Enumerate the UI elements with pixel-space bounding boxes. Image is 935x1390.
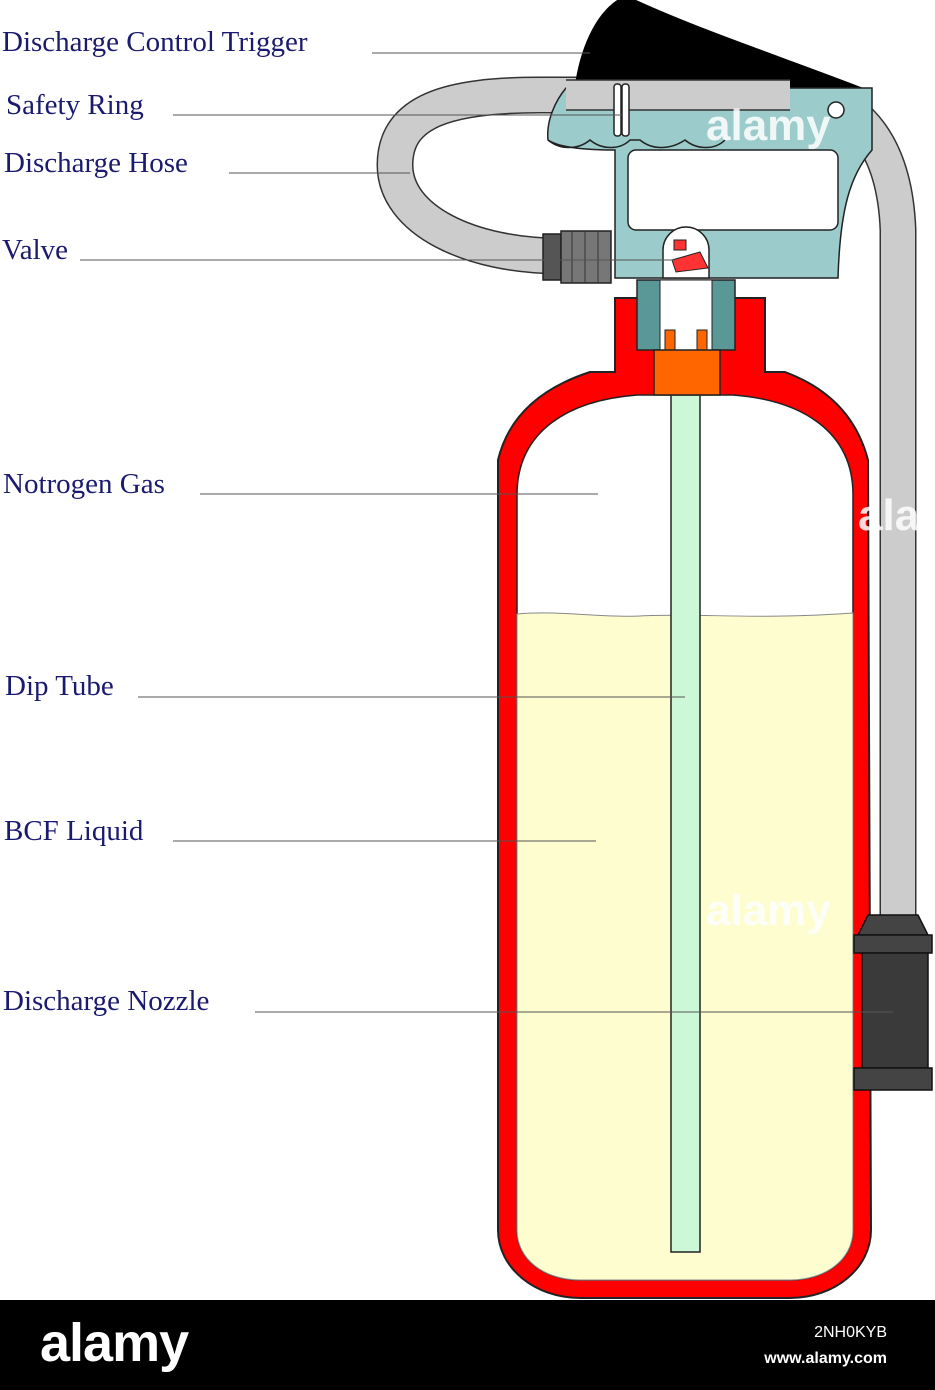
valve-seat [653,349,721,396]
dip-tube [670,394,701,1253]
discharge-control-trigger [574,0,863,89]
watermark: alamy alamy alamy [706,101,935,935]
hose-connector [542,230,612,284]
label-nitrogen-gas: Notrogen Gas [3,468,165,500]
discharge-nozzle [853,914,933,1091]
label-discharge-nozzle: Discharge Nozzle [3,985,209,1017]
label-safety-ring: Safety Ring [6,89,144,121]
label-dip-tube: Dip Tube [5,670,114,702]
footer-logo: alamy [40,1313,189,1373]
fire-extinguisher-diagram: alamy alamy alamy Discharge Control Trig… [2,0,935,1299]
safety-ring [613,83,630,137]
svg-text:alamy: alamy [706,886,831,935]
leader-lines [80,52,893,1013]
label-valve: Valve [2,234,68,266]
valve-body [636,279,736,396]
footer-bar: alamy 2NH0KYB www.alamy.com [0,1300,935,1390]
label-discharge-hose: Discharge Hose [4,147,188,179]
image-id: 2NH0KYB [814,1324,887,1341]
label-discharge-control-trigger: Discharge Control Trigger [2,26,308,58]
svg-text:alamy: alamy [858,491,935,540]
label-bcf-liquid: BCF Liquid [4,815,144,847]
site-url: www.alamy.com [764,1350,887,1367]
svg-text:alamy: alamy [706,101,831,150]
